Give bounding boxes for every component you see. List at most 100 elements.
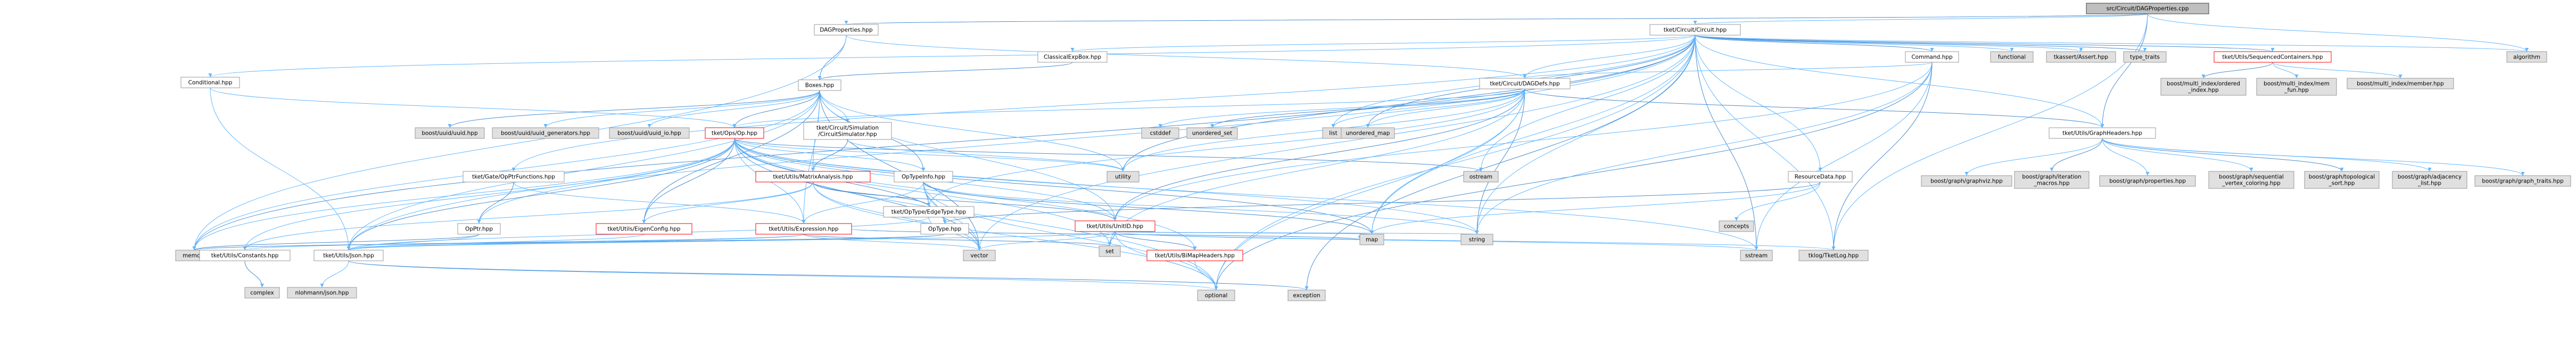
edge-root-to-algorithm	[2147, 13, 2529, 52]
node-box-nlohmann	[287, 287, 357, 299]
node-box-uuid	[415, 127, 485, 139]
node-box-eigenconfig	[596, 223, 692, 235]
node-dagprops[interactable]: DAGProperties.hpp	[814, 24, 879, 36]
edge-dagdefs-to-cstddef	[1158, 88, 1525, 128]
node-label-json: tket/Utils/Json.hpp	[323, 253, 374, 259]
node-label-resourcedata: ResourceData.hpp	[1795, 174, 1846, 180]
edge-expression-to-vector	[803, 234, 981, 251]
edge-boxes-to-unitid	[819, 90, 1117, 221]
node-dagdefs[interactable]: tket/Circuit/DAGDefs.hpp	[1479, 78, 1571, 89]
node-resourcedata[interactable]: ResourceData.hpp	[1788, 171, 1853, 183]
edge-command-to-string	[1475, 62, 1933, 235]
edge-constants-to-complex	[244, 260, 264, 288]
node-op[interactable]: tket/Ops/Op.hpp	[705, 127, 764, 139]
node-box-functional	[1990, 51, 2034, 63]
edge-command-to-sstream	[1754, 62, 1933, 251]
node-json[interactable]: tket/Utils/Json.hpp	[313, 250, 384, 261]
node-label-opptr: OpPtr.hpp	[465, 226, 493, 233]
node-unitid[interactable]: tket/Utils/UnitID.hpp	[1075, 220, 1155, 232]
node-expression[interactable]: tket/Utils/Expression.hpp	[755, 223, 852, 235]
node-box-matrixanalysis	[755, 171, 871, 183]
edge-circuit-to-graphheaders	[1695, 35, 2104, 128]
node-label-algorithm: algorithm	[2513, 54, 2540, 61]
node-label-nlohmann: nlohmann/json.hpp	[295, 290, 349, 296]
node-constants[interactable]: tket/Utils/Constants.hpp	[199, 250, 291, 261]
node-label-properties: boost/graph/properties.hpp	[2109, 178, 2186, 185]
node-cstddef: cstddef	[1141, 127, 1179, 139]
node-box-exception	[1287, 290, 1326, 301]
edge-boxes-to-op	[732, 90, 820, 128]
node-properties: boost/graph/properties.hpp	[2099, 175, 2196, 187]
edge-circuit-to-type_traits	[1695, 35, 2147, 52]
node-optypeinfo[interactable]: OpTypeInfo.hpp	[894, 171, 953, 183]
edge-matrixanalysis-to-optype_edge	[813, 181, 931, 207]
node-graphheaders[interactable]: tket/Utils/GraphHeaders.hpp	[2049, 127, 2156, 139]
edge-circuit-to-exception	[1304, 35, 1696, 291]
node-conditional[interactable]: Conditional.hpp	[180, 77, 240, 88]
node-label-iteration_macros: boost/graph/iteration	[2022, 174, 2081, 180]
edge-json-to-optional	[348, 260, 1218, 291]
edge-circuit-to-utility	[1121, 35, 1696, 172]
node-label-dagprops: DAGProperties.hpp	[820, 27, 873, 34]
node-concepts: concepts	[1719, 220, 1754, 232]
node-optype_edge[interactable]: tket/OpType/EdgeType.hpp	[883, 206, 975, 218]
node-box-sstream	[1740, 250, 1773, 261]
edge-dagprops-to-dagdefs	[846, 35, 1527, 79]
edge-seqcontainers-to-mi_member	[2272, 62, 2402, 79]
edge-root-to-circuit	[1694, 13, 2148, 25]
edge-expression-to-constants	[243, 234, 804, 251]
node-classicalexpbox[interactable]: ClassicalExpBox.hpp	[1037, 51, 1108, 63]
edge-circuit-to-memory	[192, 35, 1696, 251]
node-mi_memfun: boost/multi_index/mem_fun.hpp	[2256, 78, 2337, 96]
dependency-edges	[192, 13, 2529, 291]
node-label-graph_traits: boost/graph/graph_traits.hpp	[2482, 178, 2564, 185]
node-box-seqcontainers	[2214, 51, 2332, 63]
node-eigenconfig[interactable]: tket/Utils/EigenConfig.hpp	[596, 223, 692, 235]
node-seqcontainers[interactable]: tket/Utils/SequencedContainers.hpp	[2214, 51, 2332, 63]
node-opptr[interactable]: OpPtr.hpp	[457, 223, 501, 235]
node-label-optype: OpType.hpp	[928, 226, 962, 233]
edge-optypeinfo-to-expression	[802, 181, 924, 224]
edge-seqcontainers-to-mi_ordered	[2201, 62, 2273, 79]
node-string: string	[1460, 234, 1493, 245]
node-boxes[interactable]: Boxes.hpp	[798, 79, 841, 91]
node-label-topo_sort: _sort.hpp	[2329, 180, 2355, 187]
node-box-circuit	[1649, 24, 1741, 36]
node-root[interactable]: src/Circuit/DAGProperties.cpp	[2086, 3, 2209, 14]
edge-unitid-to-vector	[977, 231, 1116, 251]
node-bimap[interactable]: tket/Utils/BiMapHeaders.hpp	[1146, 250, 1243, 261]
node-box-cstddef	[1141, 127, 1179, 139]
node-box-adj_list	[2392, 171, 2467, 189]
node-seq_vertex: boost/graph/sequential_vertex_coloring.h…	[2208, 171, 2294, 189]
edge-circuit-to-json	[346, 35, 1696, 251]
node-label-mi_ordered: boost/multi_index/ordered	[2167, 81, 2240, 87]
node-box-algorithm	[2506, 51, 2547, 63]
node-map: map	[1359, 234, 1384, 245]
edge-resourcedata-to-concepts	[1735, 181, 1821, 221]
edge-graphheaders-to-seq_vertex	[2102, 138, 2253, 172]
node-box-resourcedata	[1788, 171, 1853, 183]
node-box-classicalexpbox	[1037, 51, 1108, 63]
edge-graphheaders-to-properties	[2102, 138, 2150, 176]
node-label-bimap: tket/Utils/BiMapHeaders.hpp	[1155, 253, 1235, 259]
node-circsim[interactable]: tket/Circuit/Simulation/CircuitSimulator…	[803, 122, 892, 140]
edge-optypeinfo-to-map	[923, 181, 1374, 235]
node-command[interactable]: Command.hpp	[1905, 51, 1959, 63]
node-gates_opptr[interactable]: tket/Gate/OpPtrFunctions.hpp	[463, 171, 565, 183]
node-circuit[interactable]: tket/Circuit/Circuit.hpp	[1649, 24, 1741, 36]
edge-op-to-json	[346, 138, 735, 251]
node-optype[interactable]: OpType.hpp	[920, 223, 969, 235]
node-box-optype_edge	[883, 206, 975, 218]
node-vector: vector	[963, 250, 996, 261]
node-box-optypeinfo	[894, 171, 953, 183]
node-functional: functional	[1990, 51, 2034, 63]
node-label-root: src/Circuit/DAGProperties.cpp	[2107, 6, 2189, 12]
edge-circuit-to-functional	[1695, 35, 2014, 52]
node-matrixanalysis[interactable]: tket/Utils/MatrixAnalysis.hpp	[755, 171, 871, 183]
node-box-gates_opptr	[463, 171, 565, 183]
edge-dagdefs-to-op	[732, 88, 1525, 128]
node-label-gates_opptr: tket/Gate/OpPtrFunctions.hpp	[472, 174, 555, 180]
edge-seqcontainers-to-mi_memfun	[2272, 62, 2299, 79]
node-box-properties	[2099, 175, 2196, 187]
node-label-map: map	[1366, 237, 1378, 243]
